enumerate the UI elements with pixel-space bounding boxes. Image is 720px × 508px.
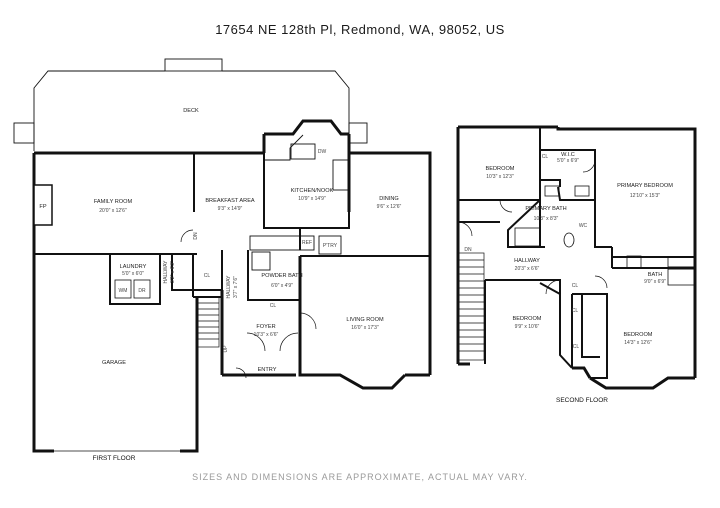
first-floor-exterior-walls xyxy=(32,119,432,453)
living-room-label: LIVING ROOM xyxy=(346,317,384,323)
primary-bath-dims: 10'3" x 8'3" xyxy=(534,216,559,222)
powder-bath-label: POWDER BATH xyxy=(261,273,302,279)
ref-label: REF xyxy=(302,240,312,246)
breakfast-area-dims: 9'3" x 14'9" xyxy=(218,206,243,212)
second-hallway-label: HALLWAY xyxy=(514,258,540,264)
first-dn-label: DN xyxy=(193,232,199,240)
first-floor-plan xyxy=(13,58,432,453)
living-room-dims: 16'0" x 17'3" xyxy=(351,325,379,331)
first-floor-labels: DECK FAMILY ROOM 20'0" x 12'6" FP BREAKF… xyxy=(39,108,401,462)
hallway-b-dims: 3'7" x 7'6" xyxy=(233,276,239,298)
primary-bedroom-label: PRIMARY BEDROOM xyxy=(617,183,673,189)
closet-a-label: CL xyxy=(204,273,211,279)
breakfast-area-label: BREAKFAST AREA xyxy=(205,198,255,204)
laundry-label: LAUNDRY xyxy=(120,264,147,270)
hallway-a-label: HALLWAY xyxy=(163,260,169,284)
wic-dims: 5'0" x 6'9" xyxy=(557,158,579,164)
entry-label: ENTRY xyxy=(258,367,277,373)
second-dn-label: DN xyxy=(464,247,472,253)
dining-dims: 9'6" x 12'6" xyxy=(377,204,402,210)
bedroom-a-label: BEDROOM xyxy=(486,166,515,172)
bedroom-a-dims: 10'3" x 12'3" xyxy=(486,174,514,180)
dryer-label: DR xyxy=(138,288,146,294)
dining-label: DINING xyxy=(379,196,399,202)
first-floor-doors xyxy=(180,229,317,379)
bedroom-b-dims: 9'9" x 10'6" xyxy=(515,324,540,330)
laundry-dims: 5'0" x 6'0" xyxy=(122,271,144,277)
bedroom-c-dims: 14'3" x 12'6" xyxy=(624,340,652,346)
kitchen-nook-dims: 10'9" x 14'9" xyxy=(298,196,326,202)
family-room-dims: 20'0" x 12'6" xyxy=(99,208,127,214)
kitchen-counters xyxy=(249,134,350,271)
fireplace-label: FP xyxy=(39,204,46,210)
pantry-label: P'TRY xyxy=(323,243,338,249)
second-floor-labels: BEDROOM 10'3" x 12'3" CL W.I.C 5'0" x 6'… xyxy=(464,152,673,404)
laundry-appliances xyxy=(114,279,151,299)
second-floor-doors xyxy=(457,159,608,295)
first-up-label: UP xyxy=(223,345,229,353)
foyer-dims: 10'3" x 6'6" xyxy=(254,332,279,338)
dw-label: DW xyxy=(318,149,327,155)
closet-b-label-2f: CL xyxy=(572,283,579,289)
second-floor-stairs xyxy=(457,252,485,361)
bath-label: BATH xyxy=(648,272,663,278)
second-floor-fixtures xyxy=(514,185,695,286)
primary-bath-label: PRIMARY BATH xyxy=(525,206,566,212)
closet-c-label-2f: CL xyxy=(572,308,579,314)
disclaimer: SIZES AND DIMENSIONS ARE APPROXIMATE, AC… xyxy=(192,472,528,482)
hallway-a-dims: 3'2" x 6'3" xyxy=(170,261,176,283)
primary-bedroom-dims: 12'10" x 15'3" xyxy=(630,193,660,199)
first-floor-interior-walls xyxy=(34,153,430,305)
closet-a-label-2f: CL xyxy=(542,154,549,160)
bedroom-c-label: BEDROOM xyxy=(624,332,653,338)
first-floor-stairs xyxy=(196,296,220,348)
wic-label: W.I.C xyxy=(561,152,575,158)
powder-bath-dims: 6'0" x 4'9" xyxy=(271,283,293,289)
deck-outline xyxy=(13,58,368,151)
second-floor-plan xyxy=(456,125,697,390)
second-hallway-dims: 20'3" x 6'6" xyxy=(515,266,540,272)
fireplace xyxy=(33,184,53,226)
bedroom-b-label: BEDROOM xyxy=(513,316,542,322)
deck-label: DECK xyxy=(183,108,199,114)
garage-label: GARAGE xyxy=(102,360,126,366)
washer-label: WM xyxy=(119,288,128,294)
kitchen-nook-label: KITCHEN/NOOK xyxy=(291,188,334,194)
property-address: 17654 NE 128th Pl, Redmond, WA, 98052, U… xyxy=(215,22,505,37)
closet-b-label: CL xyxy=(270,303,277,309)
wc-label: WC xyxy=(579,223,588,229)
family-room-label: FAMILY ROOM xyxy=(94,199,133,205)
foyer-label: FOYER xyxy=(256,324,275,330)
first-floor-label: FIRST FLOOR xyxy=(93,455,136,462)
bath-dims: 9'0" x 6'9" xyxy=(644,279,666,285)
closet-d-label-2f: CL xyxy=(573,344,580,350)
second-floor-interior-walls xyxy=(458,127,695,379)
second-floor-label: SECOND FLOOR xyxy=(556,397,608,404)
hallway-b-label: HALLWAY xyxy=(226,275,232,299)
